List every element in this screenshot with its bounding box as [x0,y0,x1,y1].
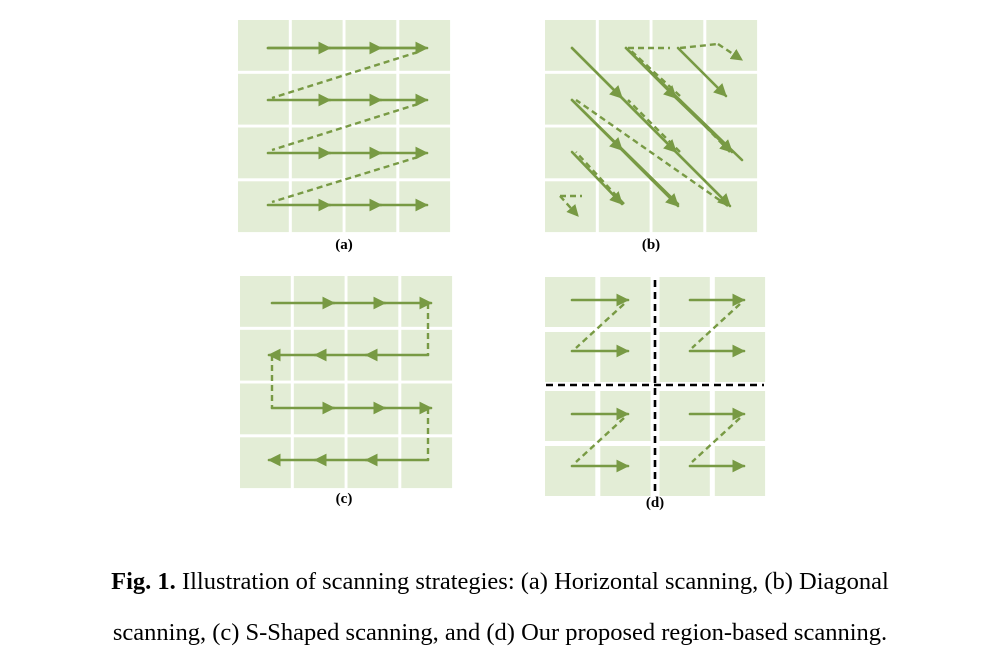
grid-cell [659,391,710,441]
region-divider-lines [546,280,764,494]
grid-cell [347,437,399,489]
grid-cell [545,277,596,327]
grid-cell [545,332,596,382]
caption-line-2: scanning, (c) S-Shaped scanning, and (d)… [112,619,888,646]
panel-b-diagonal-scanning: (b) [545,20,758,253]
grid-cell [399,181,451,233]
scanning-strategies-figure: (a) (b) [238,20,766,511]
panel-a-grid [238,20,451,233]
caption-text-1: Illustration of scanning strategies: (a)… [175,568,889,595]
caption-line-1: Fig. 1. Illustration of scanning strateg… [20,556,980,607]
grid-cell [714,332,766,382]
caption-figure-number: Fig. 1. [111,568,176,595]
grid-cell [347,276,399,327]
grid-cell [545,127,596,179]
panel-a-horizontal-scanning: (a) [238,20,451,253]
grid-cell [659,277,710,327]
panel-a-label: (a) [335,237,353,253]
panel-b-arrows [559,42,744,217]
panel-d-arrows [570,293,746,473]
panel-c-s-shaped-scanning: (c) [240,276,453,507]
panel-b-label: (b) [642,237,660,253]
panel-c-arrows [267,296,433,467]
grid-cell [399,20,451,71]
panel-d-region-based-scanning: (d) [545,277,766,511]
grid-cell [545,391,596,441]
grid-cell [600,332,651,382]
grid-cell [345,20,397,71]
grid-cell [706,73,758,125]
grid-cell [714,446,766,496]
grid-cell [293,276,345,327]
grid-cell [600,446,651,496]
grid-cell [291,20,343,71]
grid-cell [240,276,291,327]
grid-cell [240,437,291,489]
grid-cell [293,437,345,489]
grid-cell [401,276,453,327]
panel-a-arrows [266,41,429,212]
panel-c-grid [240,276,453,489]
grid-cell [545,446,596,496]
grid-cell [291,181,343,233]
panel-c-label: (c) [336,491,353,507]
figure-caption: Fig. 1. Illustration of scanning strateg… [20,556,980,658]
grid-cell [345,181,397,233]
grid-cell [238,20,289,71]
panel-d-label: (d) [646,495,664,511]
panel-d-grid [545,277,766,496]
grid-cell [401,437,453,489]
grid-cell [238,181,289,233]
